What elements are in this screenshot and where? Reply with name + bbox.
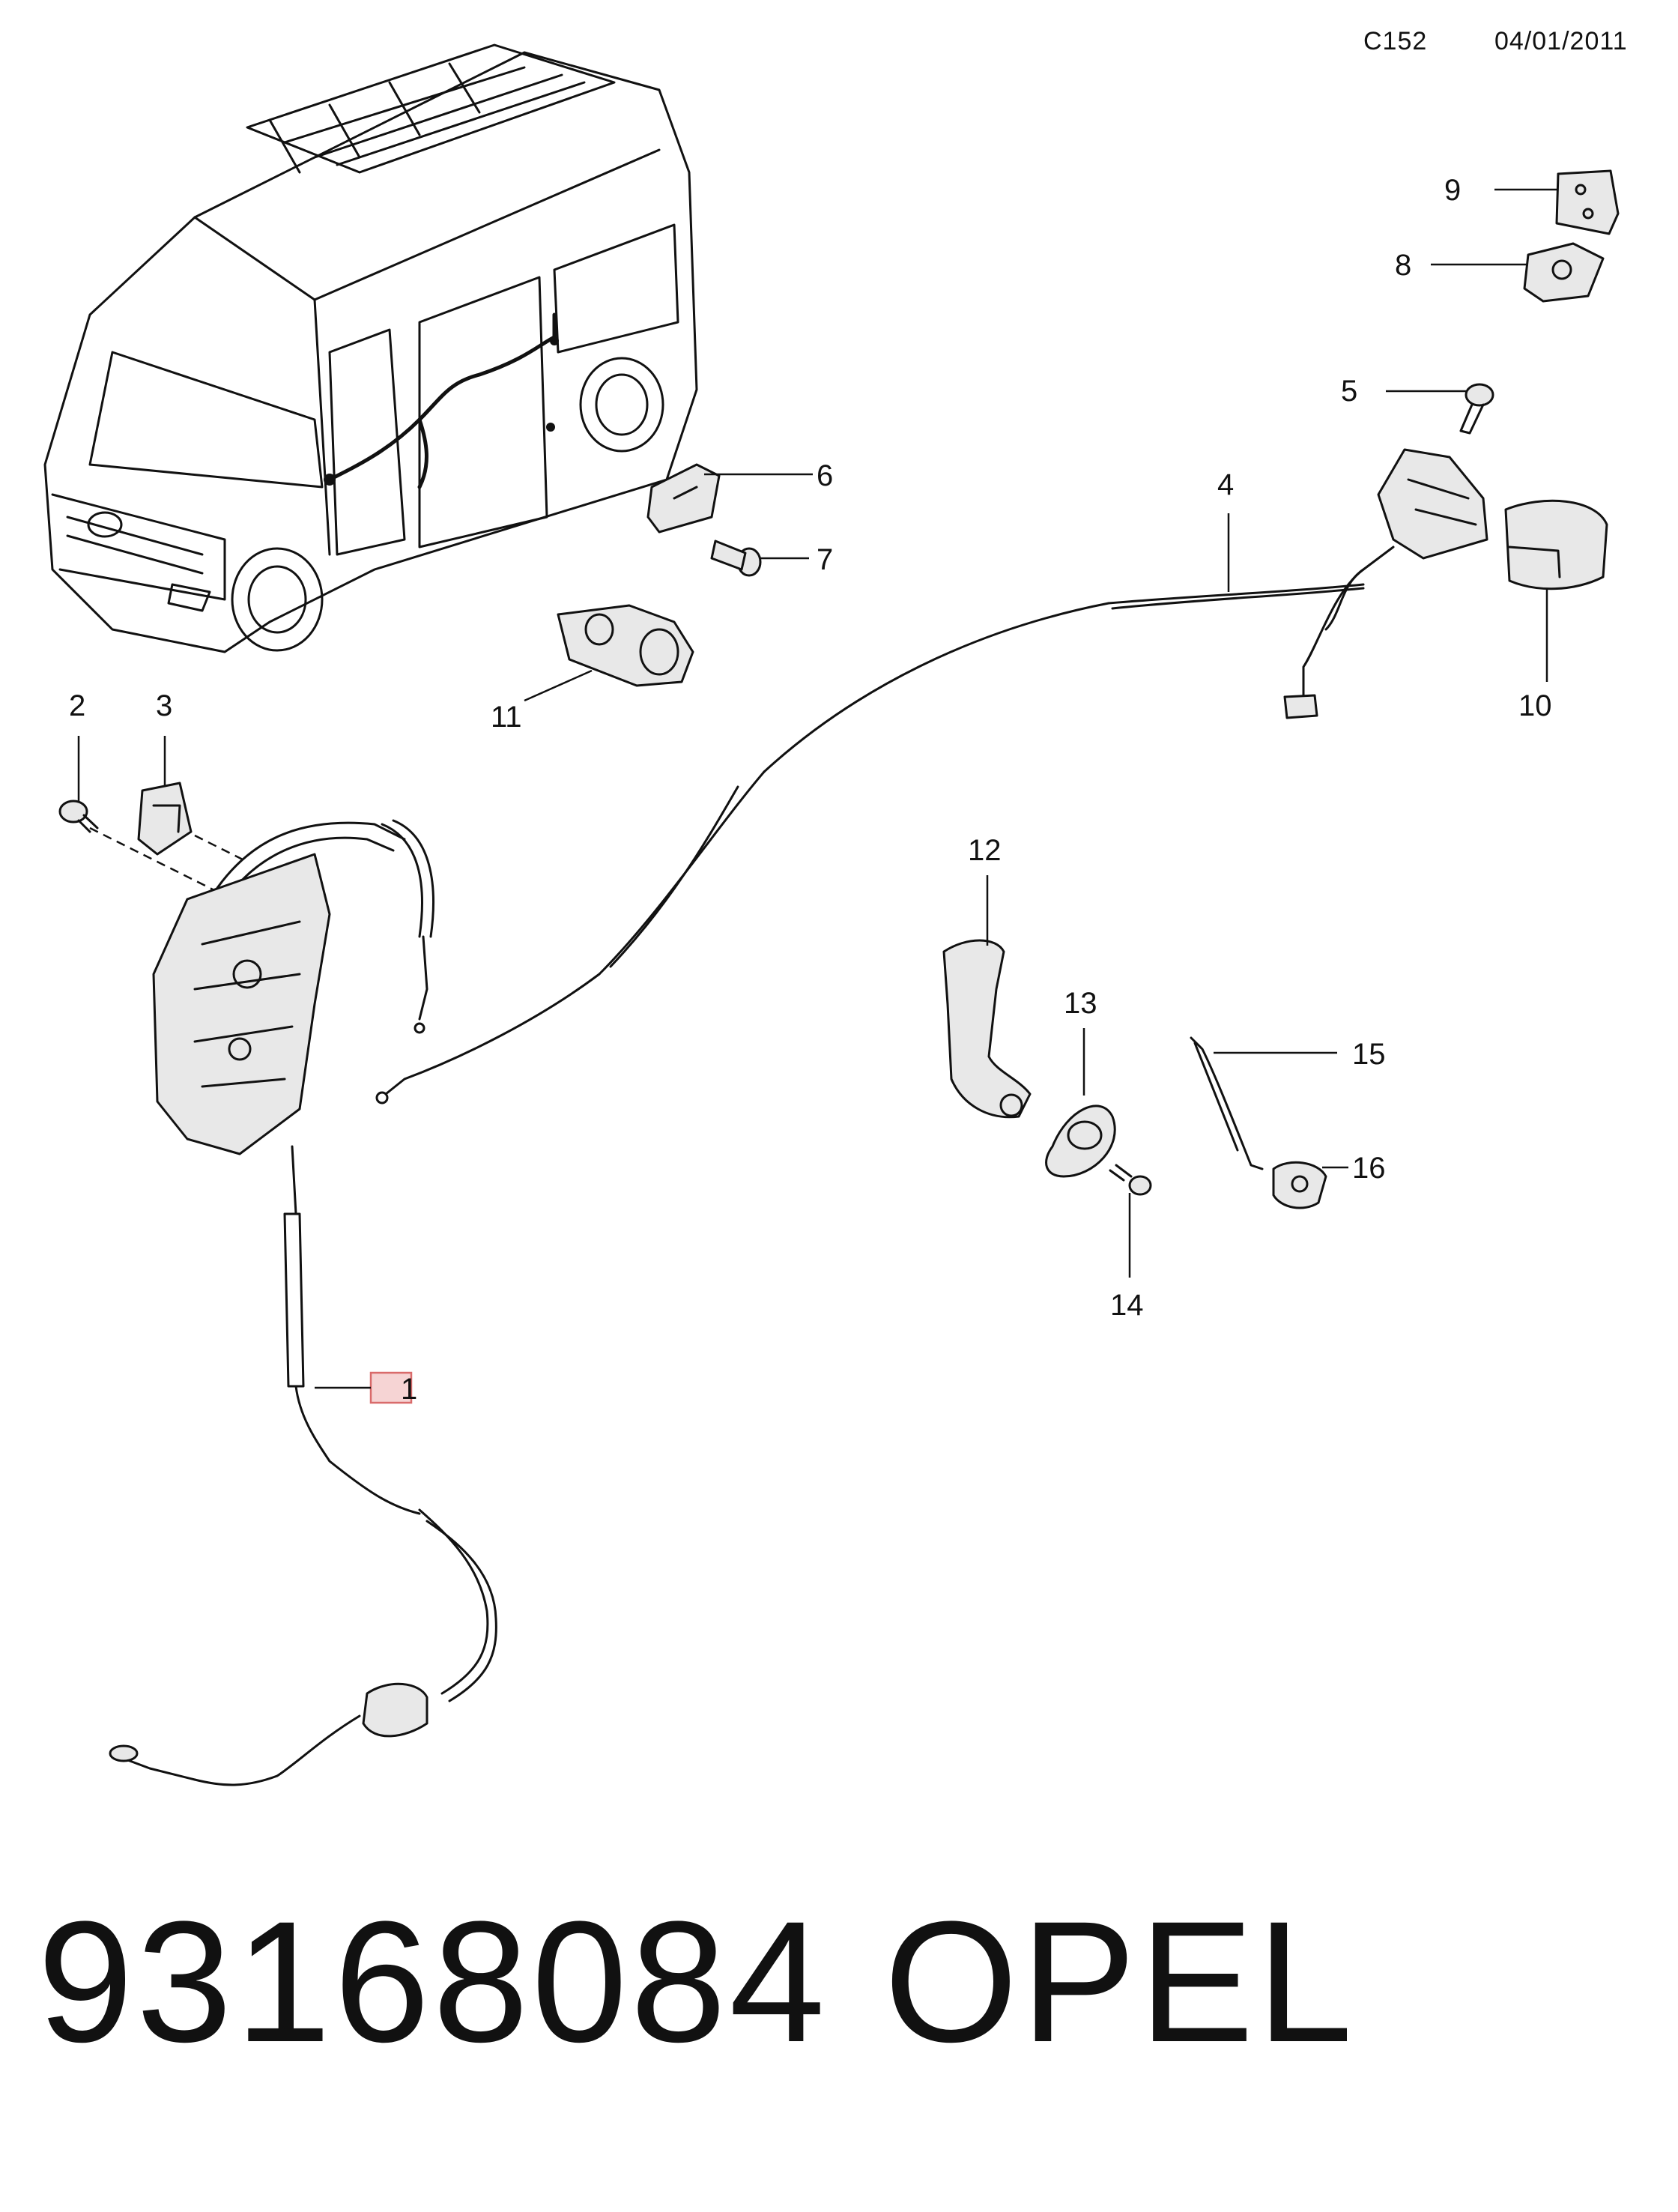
callout-6: 6 [817,459,833,492]
part-13-escutcheon [1045,1105,1116,1178]
part-14-screw [1109,1164,1152,1196]
callout-5: 5 [1341,375,1357,408]
part-3-striker-cover [137,782,193,856]
part-7-bolt [710,540,762,577]
callout-14: 14 [1110,1289,1144,1322]
callout-3: 3 [156,689,172,722]
callout-11: 11 [491,701,522,734]
callout-7: 7 [817,543,833,576]
part-16-clip [1272,1161,1327,1209]
part-8-bracket [1523,242,1605,303]
diagram-code: C152 [1363,27,1428,55]
callout-8: 8 [1395,249,1411,282]
part-9-plate [1555,169,1620,235]
part-11-lock-cylinder [557,604,694,687]
callout-13: 13 [1064,987,1097,1020]
callout-16: 16 [1352,1152,1386,1185]
callout-15: 15 [1352,1038,1386,1071]
callout-1: 1 [401,1373,417,1406]
van-illustration [43,43,698,653]
brand-name: OPEL [884,1885,1356,2078]
callout-12: 12 [968,834,1002,867]
part-5-screw [1459,383,1494,435]
part-1-door-lock-assembly [109,819,497,1786]
callout-10: 10 [1518,689,1552,722]
part-4-rear-lock-cable [375,448,1488,1105]
callout-2: 2 [69,689,85,722]
part-number: 93168084 [37,1885,829,2078]
part-6-clip [646,463,721,534]
part-2-screw [58,800,99,833]
part-12-inner-handle [942,939,1032,1119]
diagram-date: 04/01/2011 [1494,27,1628,55]
part-10-housing [1504,499,1608,590]
part-15-rod [1190,1036,1264,1170]
callout-9: 9 [1444,174,1461,207]
callout-4: 4 [1217,468,1234,501]
callout-1-highlight-box [369,1371,413,1404]
